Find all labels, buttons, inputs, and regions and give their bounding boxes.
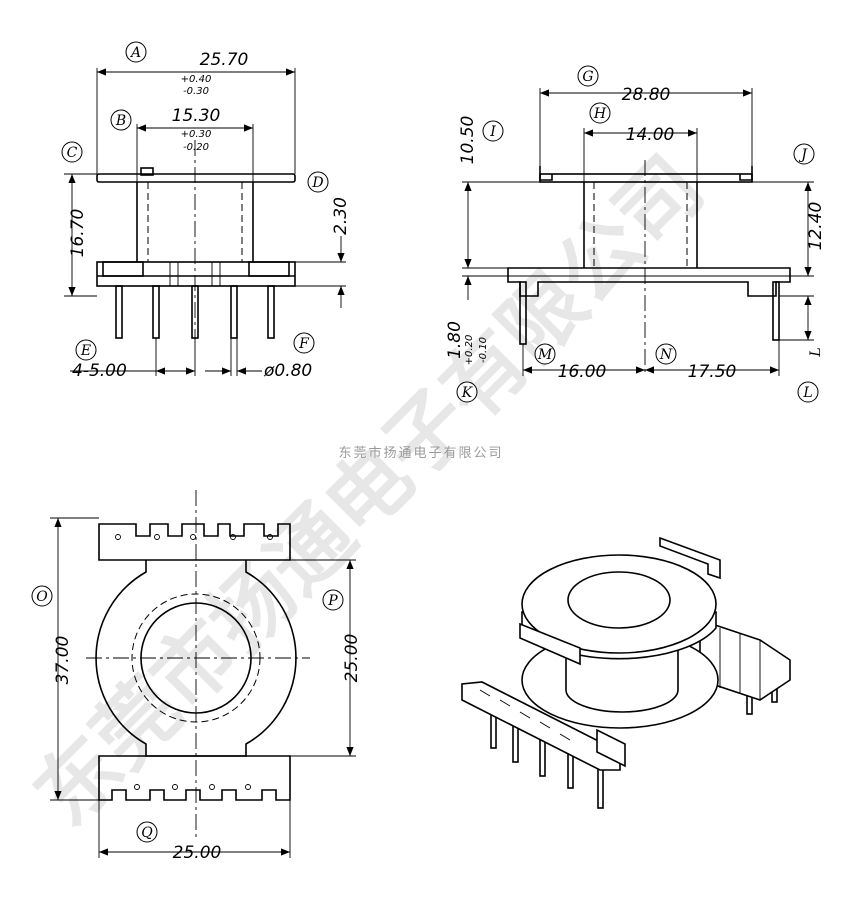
dim-F: ø0.80 bbox=[263, 361, 312, 381]
tol-B-plus: +0.30 bbox=[181, 129, 212, 140]
dim-G: 28.80 bbox=[622, 85, 671, 105]
label-C: C bbox=[67, 145, 78, 161]
label-L: L bbox=[802, 385, 812, 401]
dim-I: 10.50 bbox=[458, 116, 478, 165]
dim-N: 17.50 bbox=[688, 362, 737, 382]
watermark-text: 东莞市扬通电子有限公司 bbox=[17, 139, 722, 844]
label-F: F bbox=[298, 336, 310, 352]
side-view: G 28.80 H 14.00 I 10.50 J 12.40 1.80 +0.… bbox=[445, 65, 826, 403]
tol-K-minus: -0.10 bbox=[478, 337, 489, 363]
label-H: H bbox=[593, 106, 607, 122]
dim-O: 37.00 bbox=[53, 636, 73, 685]
label-N: N bbox=[659, 347, 673, 363]
label-I: I bbox=[489, 124, 496, 140]
front-view: A 25.70 +0.40 -0.30 B 15.30 +0.30 -0.20 … bbox=[61, 41, 351, 381]
dim-P: 25.00 bbox=[342, 634, 362, 683]
dim-B: 15.30 bbox=[172, 106, 221, 126]
label-D: D bbox=[311, 175, 323, 191]
label-G: G bbox=[582, 69, 593, 85]
dim-C: 16.70 bbox=[68, 209, 88, 258]
dim-H: 14.00 bbox=[626, 125, 675, 145]
label-J: J bbox=[798, 147, 808, 163]
tol-A-minus: -0.30 bbox=[183, 86, 209, 97]
label-M: M bbox=[537, 347, 553, 363]
dim-J: 12.40 bbox=[806, 202, 826, 251]
tol-K-plus: +0.20 bbox=[464, 335, 475, 366]
label-Q: Q bbox=[141, 825, 153, 841]
tol-B-minus: -0.20 bbox=[183, 142, 209, 153]
isometric-view bbox=[461, 536, 791, 809]
label-P: P bbox=[327, 593, 338, 609]
dim-Q: 25.00 bbox=[173, 843, 222, 863]
label-E: E bbox=[80, 343, 91, 359]
company-caption: 东莞市扬通电子有限公司 bbox=[338, 445, 503, 461]
label-K: K bbox=[461, 385, 474, 401]
label-B: B bbox=[115, 113, 126, 129]
tol-A-plus: +0.40 bbox=[181, 74, 212, 85]
dim-K: 1.80 bbox=[445, 321, 465, 359]
dim-E: 4-5.00 bbox=[72, 361, 127, 381]
dim-L-letter: L bbox=[808, 347, 824, 357]
dim-D: 2.30 bbox=[331, 197, 351, 235]
top-view: O 37.00 P 25.00 Q 25.00 bbox=[31, 490, 362, 863]
dim-A: 25.70 bbox=[200, 50, 249, 70]
label-O: O bbox=[36, 589, 48, 605]
label-A: A bbox=[129, 45, 141, 61]
dim-M: 16.00 bbox=[558, 362, 607, 382]
